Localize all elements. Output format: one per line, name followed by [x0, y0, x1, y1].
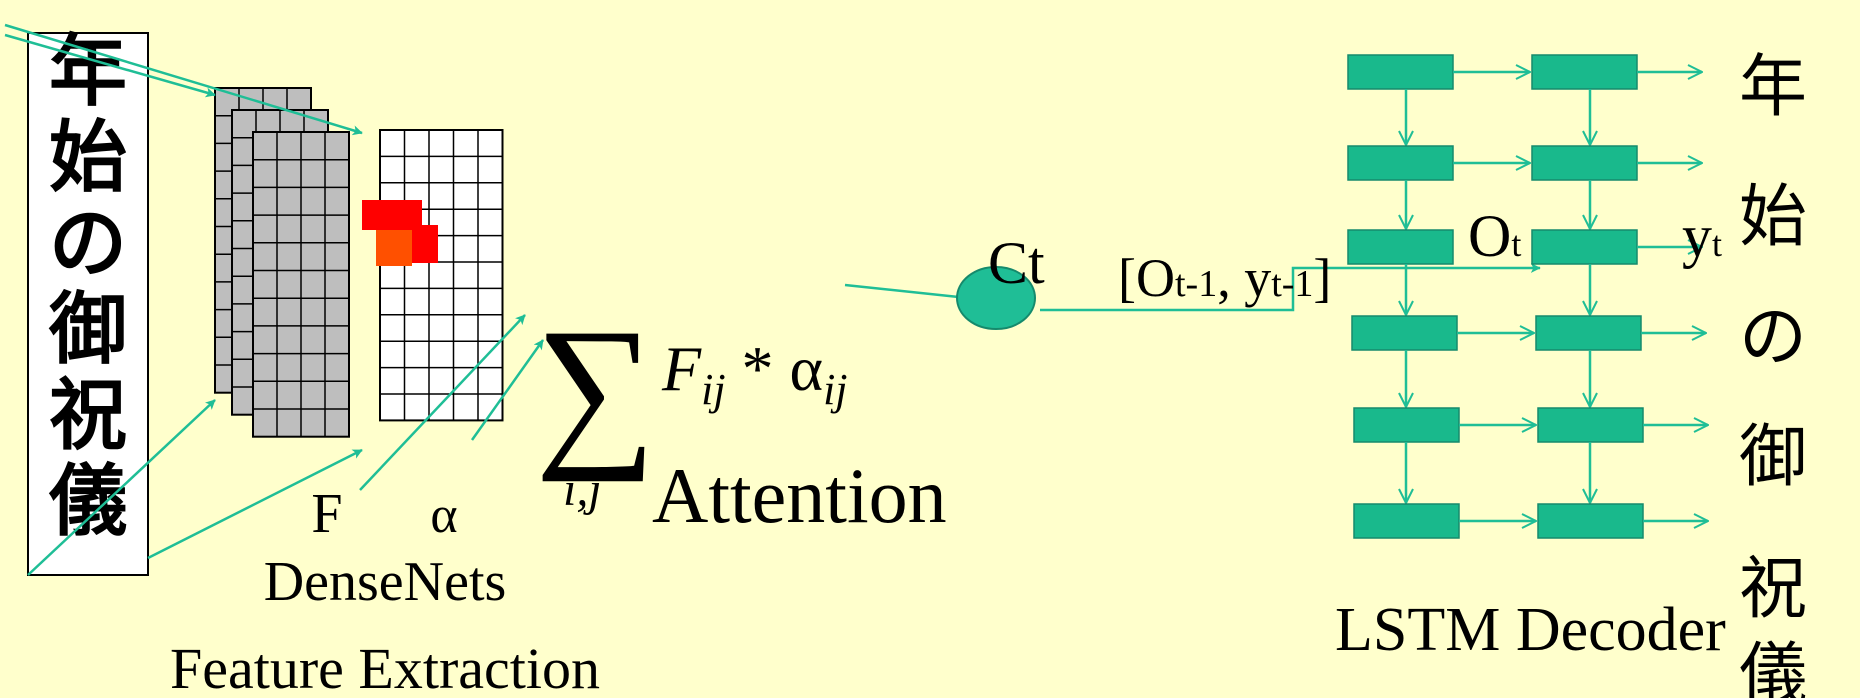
attention-weight-mid — [376, 230, 412, 266]
sum-subscript: i,j — [563, 463, 602, 516]
lstm-cell — [1347, 229, 1454, 265]
arrow — [4, 33, 216, 98]
lstm-cell — [1353, 407, 1460, 443]
lstm-cell — [1347, 54, 1454, 90]
input-image-frame — [27, 32, 149, 576]
arrow — [147, 448, 363, 560]
output-o-label: Ot — [1468, 203, 1521, 269]
input-char: の — [49, 199, 127, 289]
output-char: の — [1739, 298, 1807, 377]
input-image: 年 始 の 御 祝 儀 — [27, 27, 149, 576]
decoder-y-sub: t-1 — [1271, 263, 1313, 305]
feature-map-layer — [252, 131, 350, 438]
output-o-sub: t — [1511, 224, 1521, 264]
input-char: 始 — [49, 113, 127, 203]
arrow — [359, 314, 526, 491]
output-o-base: O — [1468, 203, 1511, 269]
decoder-o-sub: t-1 — [1175, 263, 1217, 305]
formula-op: * α — [726, 333, 824, 404]
attention-map-cells-frame — [379, 129, 504, 422]
attention-map-grid — [379, 129, 504, 422]
lstm-cell — [1531, 229, 1638, 265]
densenets-label: DenseNets — [264, 551, 507, 613]
feature-map-label: F — [311, 483, 342, 545]
input-char: 年 — [49, 27, 127, 117]
context-to-decoder-line — [1040, 263, 1541, 312]
context-vector-node — [956, 266, 1036, 330]
output-char: 儀 — [1739, 636, 1807, 698]
output-y-base: y — [1682, 203, 1712, 269]
output-char: 祝 — [1739, 550, 1807, 629]
arrow — [4, 23, 363, 136]
attention-label: Attention — [652, 452, 947, 539]
input-char: 儀 — [48, 457, 127, 547]
output-char: 年 — [1739, 48, 1807, 127]
lstm-cell — [1535, 315, 1642, 351]
lstm-cell — [1537, 503, 1644, 539]
output-y-label: yt — [1682, 203, 1722, 269]
feature-maps — [214, 87, 350, 438]
decoder-close: ] — [1313, 248, 1331, 308]
output-y-sub: t — [1712, 224, 1722, 264]
formula-sub-ij: ij — [701, 365, 725, 414]
input-arrows — [4, 23, 545, 576]
output-char: 御 — [1739, 418, 1807, 497]
input-char: 御 — [48, 285, 127, 375]
attention-formula: ∑ i,j Fij * αij Attention — [535, 294, 947, 539]
sum-symbol: ∑ — [535, 294, 656, 482]
arrow — [27, 399, 216, 576]
decoder-sep: , y — [1217, 248, 1271, 308]
formula-sub-ij: ij — [823, 365, 847, 414]
context-label: Ct — [988, 230, 1045, 296]
lstm-grid — [1347, 54, 1708, 539]
attention-weight-high — [408, 225, 438, 263]
feature-extraction-caption: Feature Extraction — [170, 636, 600, 698]
decoder-input-label: [Ot-1, yt-1] — [1118, 248, 1331, 308]
formula-f: F — [661, 333, 702, 404]
attention-map-label: α — [430, 487, 457, 544]
arrow — [470, 339, 545, 441]
arrow-to-context — [844, 283, 969, 303]
lstm-cell — [1531, 54, 1638, 90]
output-characters: 年 始 の 御 祝 儀 — [1739, 48, 1807, 698]
decoder-o-base: [O — [1118, 248, 1175, 308]
lstm-cell — [1537, 407, 1644, 443]
lstm-cell — [1531, 145, 1638, 181]
lstm-cell — [1353, 503, 1460, 539]
attention-map — [362, 129, 504, 422]
input-char: 祝 — [49, 371, 127, 461]
output-char: 始 — [1739, 178, 1807, 257]
lstm-cell — [1347, 145, 1454, 181]
lstm-cell — [1351, 315, 1458, 351]
attention-map-cells — [379, 129, 504, 422]
lstm-decoder-label: LSTM Decoder — [1335, 596, 1726, 664]
formula: Fij * αij — [661, 333, 848, 414]
